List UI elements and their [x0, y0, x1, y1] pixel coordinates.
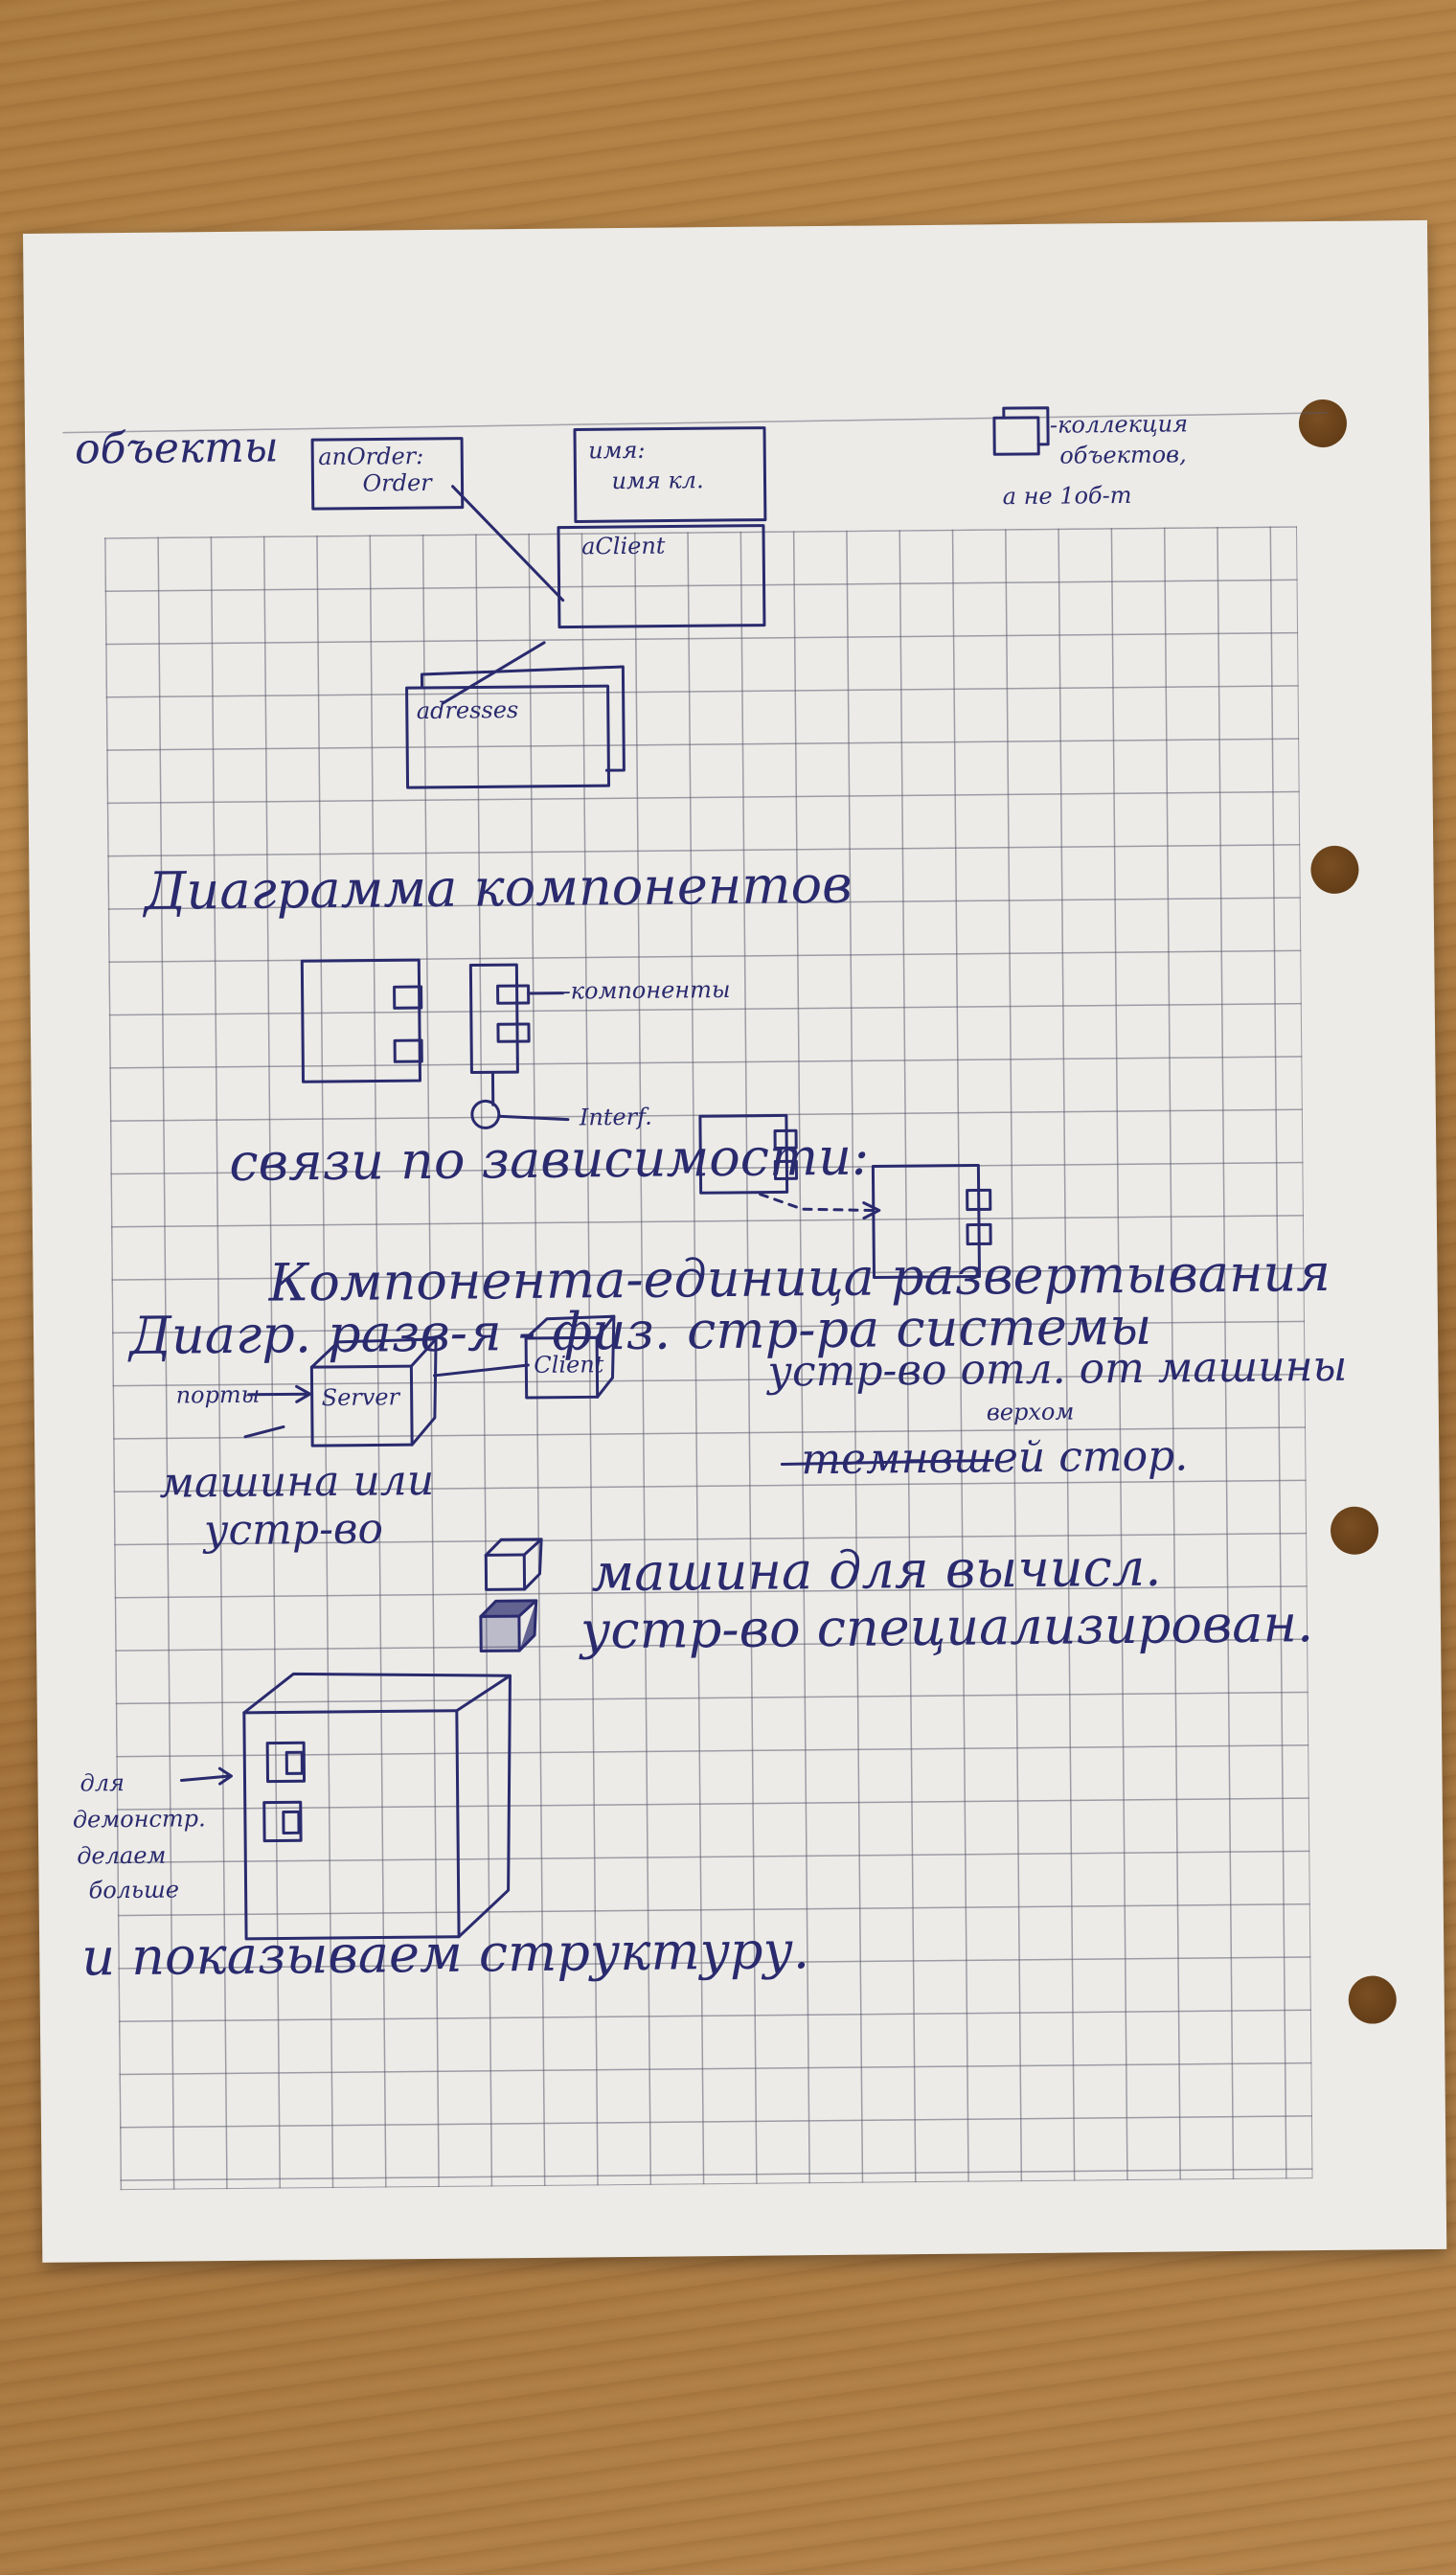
port-pointer: [243, 1424, 285, 1439]
interface-label: Interf.: [579, 1103, 652, 1131]
machine-label: машина или: [159, 1455, 435, 1508]
link-line: [451, 485, 565, 603]
dependency-arrowhead: [862, 1201, 881, 1220]
ink-drawings: [62, 406, 1329, 1941]
component-label: -компоненты: [562, 975, 731, 1005]
generic-object-name: имя:: [588, 436, 646, 465]
machine-legend-icon: [484, 1538, 543, 1591]
device-note: темнвшей стор.: [801, 1431, 1189, 1485]
components-heading: Диаграмма компонентов: [144, 854, 853, 922]
port-arrowhead: [295, 1384, 312, 1403]
collection-note: -коллекция: [1049, 410, 1189, 439]
client-node: [524, 1314, 616, 1400]
addresses-object-label: adresses: [416, 696, 519, 725]
order-object-class: Order: [362, 468, 432, 497]
dependency-arrow: [759, 1193, 877, 1213]
detail-note: для: [80, 1769, 125, 1797]
device-legend-icon: [479, 1599, 538, 1652]
port-arrow: [247, 1392, 310, 1397]
underline-stroke: [780, 1458, 994, 1466]
device-legend-label: устр-во специализирован.: [580, 1593, 1314, 1661]
detail-arrowhead: [217, 1766, 233, 1786]
server-node: [309, 1337, 438, 1447]
detail-note: демонстр.: [72, 1805, 206, 1834]
dependency-component-a: [698, 1113, 799, 1195]
collection-note: а не 1об-т: [1002, 481, 1132, 511]
device-note: верхом: [986, 1398, 1075, 1426]
machine-label: устр-во: [203, 1504, 384, 1556]
dependency-label: связи по зависимости:: [229, 1126, 870, 1193]
order-object-name: anOrder:: [318, 442, 424, 471]
objects-heading: объекты: [74, 422, 279, 474]
detail-arrow: [180, 1774, 231, 1782]
detail-note: больше: [88, 1876, 180, 1904]
object-box-generic: [573, 426, 767, 523]
object-box-addresses: [405, 665, 626, 789]
machine-legend-label: машина для вычисл.: [591, 1537, 1162, 1604]
device-note: устр-во отл. от машины: [767, 1341, 1348, 1397]
component-large: [300, 958, 423, 1083]
collection-note: объектов,: [1059, 441, 1187, 469]
port-label: порты: [175, 1380, 261, 1409]
client-object-label: aClient: [581, 532, 666, 560]
generic-object-class: имя кл.: [611, 467, 704, 495]
object-box-client: [557, 524, 766, 629]
large-node-detail: [242, 1672, 512, 1941]
notebook-page: объекты anOrder: Order имя: имя кл. aCli…: [23, 219, 1447, 2263]
detail-note: и показываем структуру.: [80, 1920, 810, 1988]
detail-note: делаем: [77, 1841, 167, 1870]
collection-icon: [992, 406, 1050, 456]
dependency-component-b: [871, 1163, 992, 1280]
object-box-order: [310, 437, 465, 511]
component-symbol: [468, 963, 570, 1129]
client-label: Client: [534, 1351, 604, 1379]
server-label: Server: [321, 1383, 400, 1412]
server-client-link: [432, 1363, 530, 1378]
